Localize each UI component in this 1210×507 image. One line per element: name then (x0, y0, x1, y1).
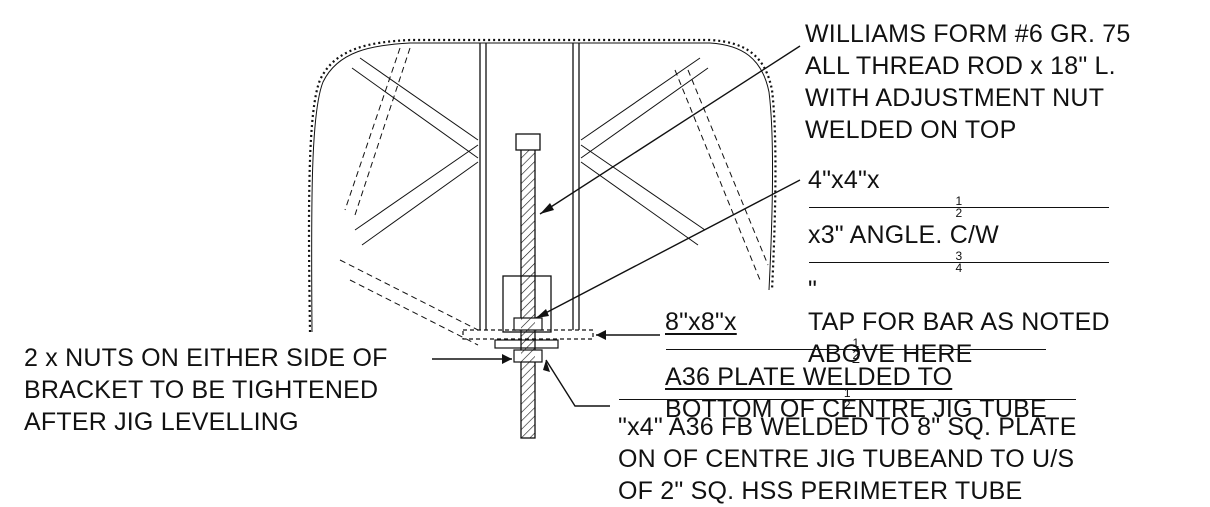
diagonal-bracing (339, 47, 769, 346)
note-fb-line-2: ON OF CENTRE JIG TUBEAND TO U/S (618, 445, 1075, 473)
leader-angle (535, 179, 801, 319)
leader-lines (432, 45, 801, 407)
thread-rod (520, 147, 536, 439)
note-fb-line-3: OF 2" SQ. HSS PERIMETER TUBE (618, 477, 1023, 505)
note-rod-line-3: WITH ADJUSTMENT NUT (805, 84, 1105, 112)
note-thread-rod: WILLIAMS FORM #6 GR. 75 ALL THREAD ROD x… (805, 18, 1131, 146)
note-nuts-line-3: AFTER JIG LEVELLING (24, 408, 299, 436)
jig-outline-break-line (307, 38, 777, 333)
leader-arrowheads (502, 203, 606, 372)
note-nuts: 2 x NUTS ON EITHER SIDE OF BRACKET TO BE… (24, 342, 388, 438)
note-angle-line-3: ABOVE HERE (808, 340, 973, 368)
leader-rod (539, 45, 801, 215)
jig-outline-inner (311, 42, 773, 333)
angle-bracket (502, 275, 552, 333)
note-rod-line-4: WELDED ON TOP (805, 116, 1017, 144)
note-rod-line-1: WILLIAMS FORM #6 GR. 75 (805, 20, 1131, 48)
flat-bar (494, 339, 559, 349)
centre-jig-tube (479, 43, 580, 330)
note-rod-line-2: ALL THREAD ROD x 18" L. (805, 52, 1116, 80)
note-nuts-line-1: 2 x NUTS ON EITHER SIDE OF (24, 344, 388, 372)
note-angle-line-2: TAP FOR BAR AS NOTED (808, 308, 1110, 336)
leader-fb (545, 359, 610, 407)
note-nuts-line-2: BRACKET TO BE TIGHTENED (24, 376, 379, 404)
adjustment-nut (515, 133, 541, 151)
